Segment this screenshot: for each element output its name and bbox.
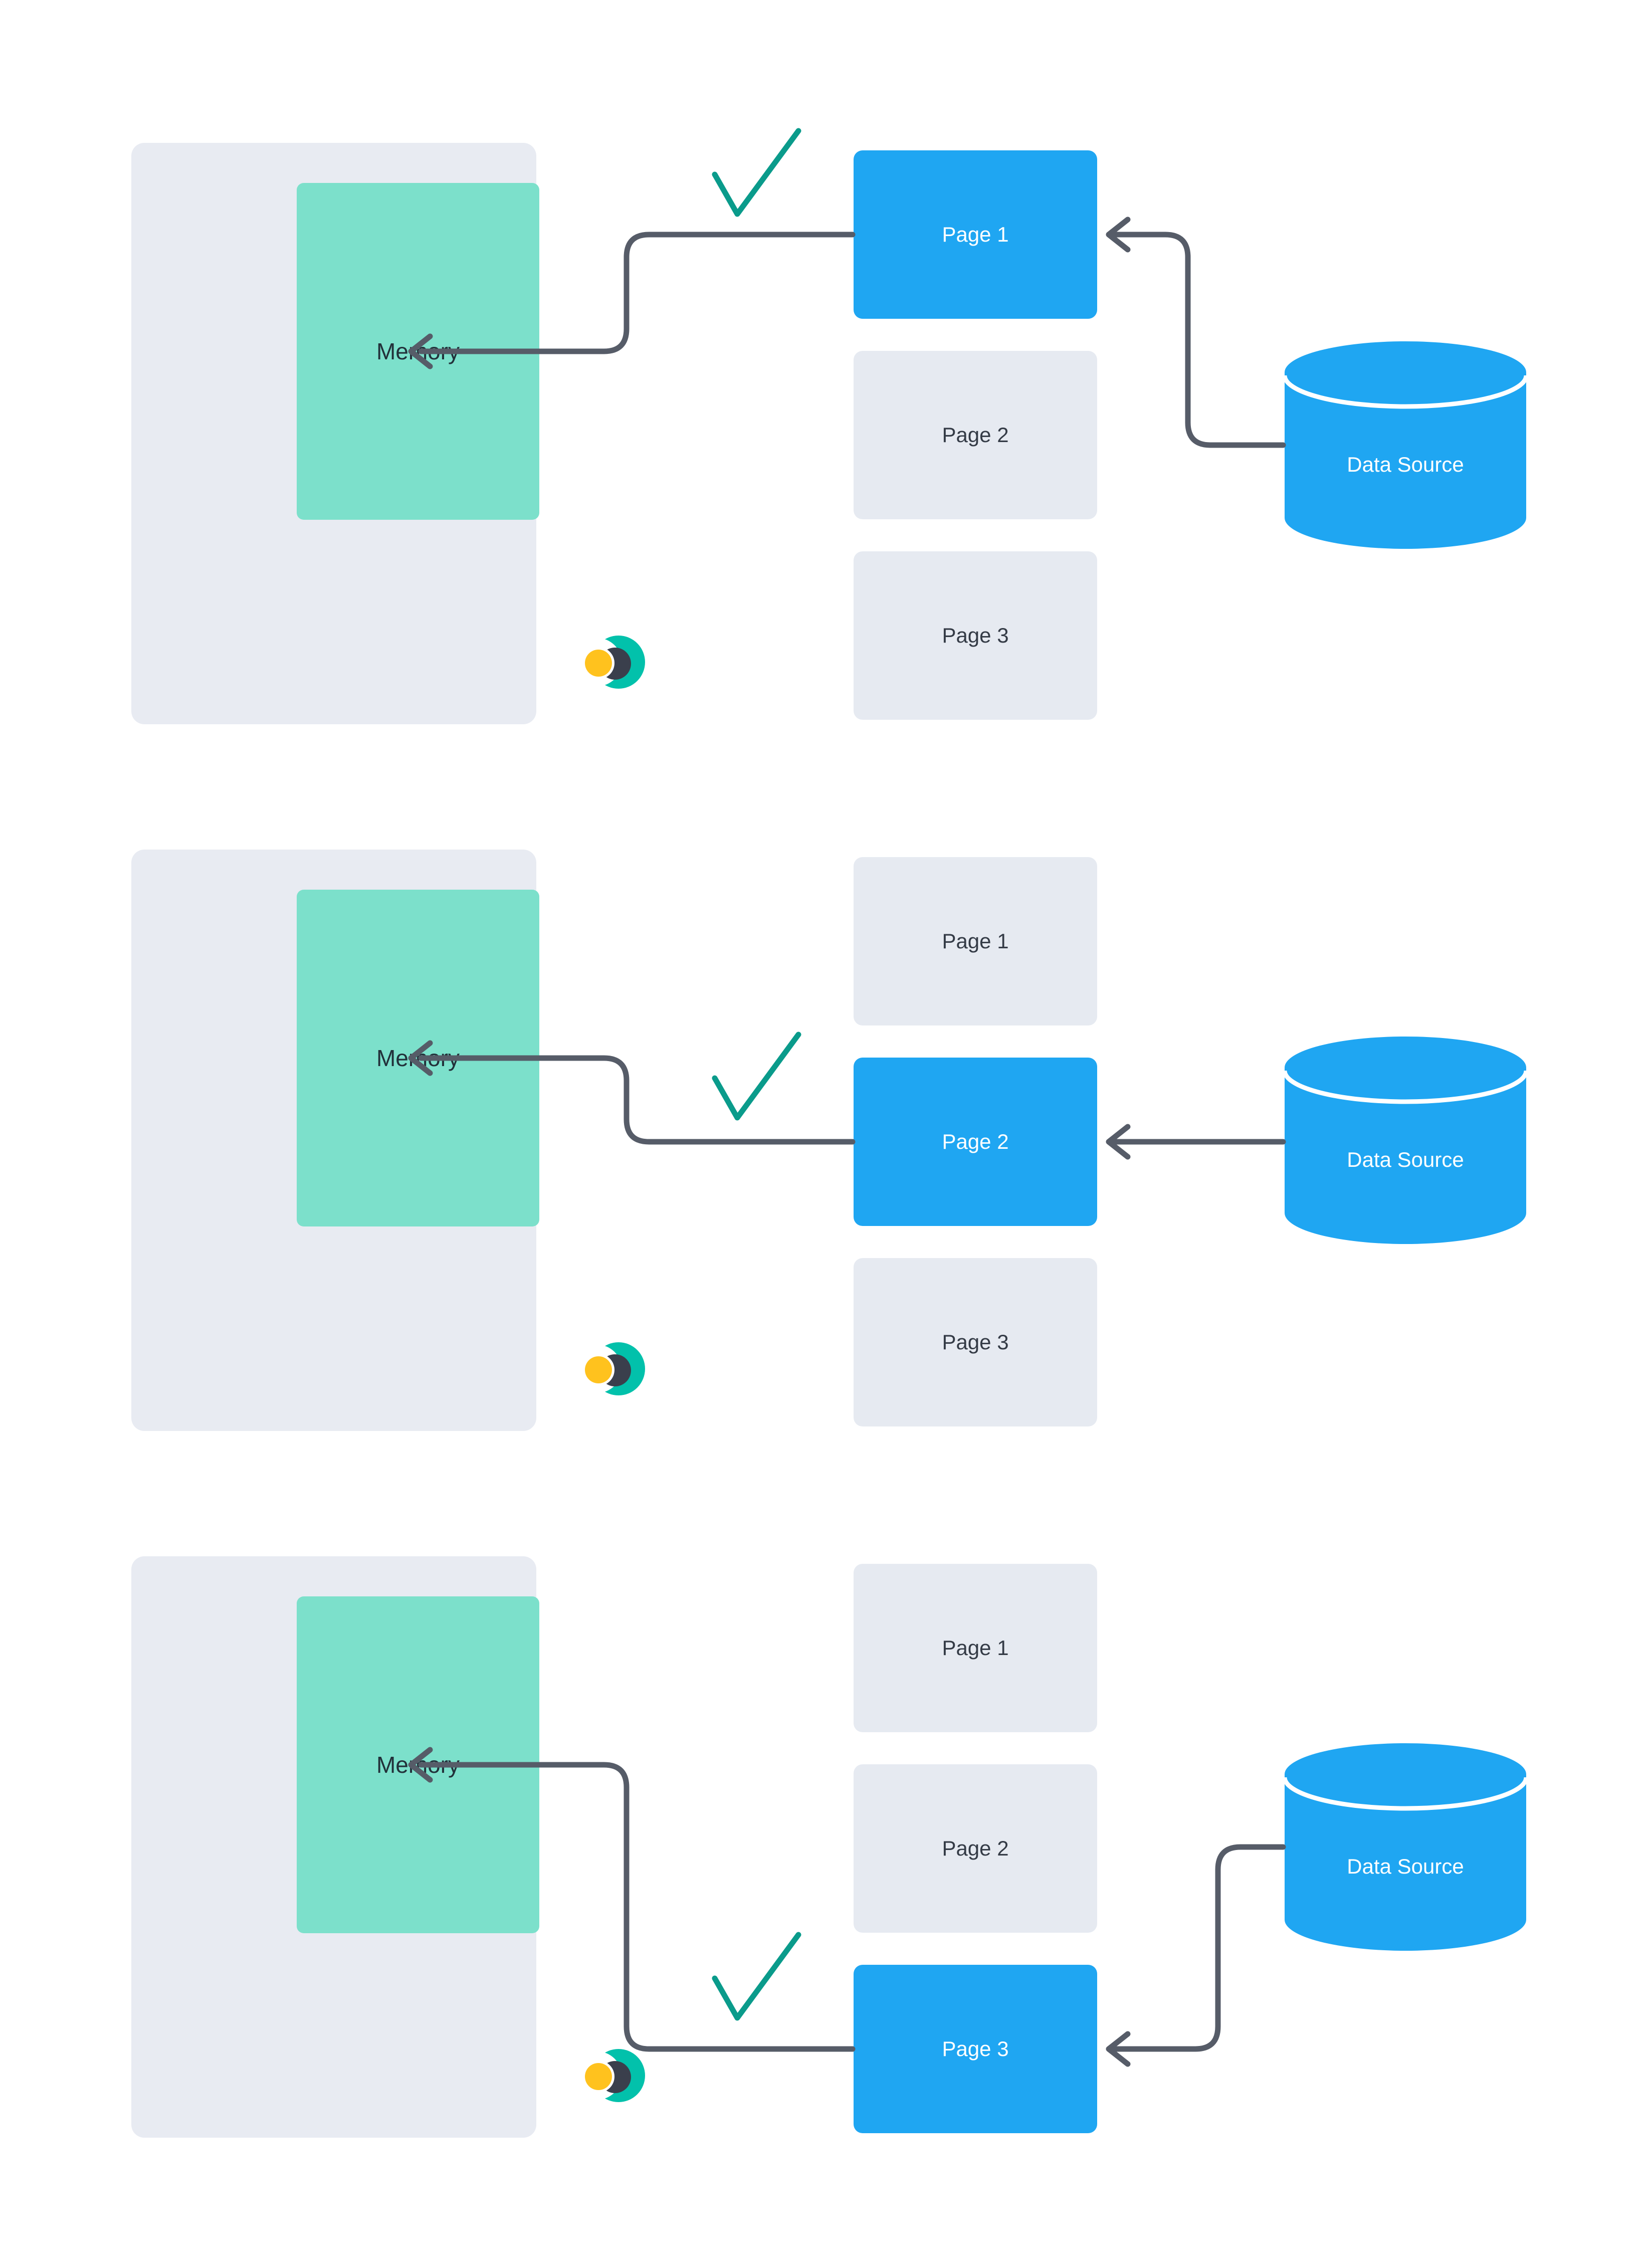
page-box: Page 3 — [854, 1965, 1097, 2133]
page-label: Page 2 — [942, 1836, 1009, 1860]
datasource-label: Data Source — [1347, 1148, 1464, 1171]
database-icon — [1285, 341, 1526, 549]
memory-box: Memory — [297, 1596, 539, 1933]
diagram-row-2: Memory Page 1 Page 2 Page 3 Data Sou — [0, 850, 1652, 1556]
memory-label: Memory — [376, 1752, 460, 1778]
datasource-cylinder: Data Source — [1285, 1037, 1526, 1247]
datasource-label: Data Source — [1347, 453, 1464, 476]
eclipse-logo-icon — [573, 636, 645, 689]
eclipse-logo-icon — [573, 2049, 645, 2102]
page-box: Page 2 — [854, 1764, 1097, 1933]
diagram-row-3: Memory Page 1 Page 2 Page 3 Data Sou — [0, 1556, 1652, 2261]
page-label: Page 1 — [942, 929, 1009, 953]
page-label: Page 3 — [942, 624, 1009, 647]
page-label: Page 1 — [942, 223, 1009, 246]
memory-panel: Memory — [131, 143, 645, 724]
eclipse-logo-icon — [573, 1342, 645, 1395]
page-label: Page 2 — [942, 423, 1009, 447]
memory-box: Memory — [297, 183, 539, 520]
page-box: Page 2 — [854, 1058, 1097, 1226]
page-box: Page 1 — [854, 857, 1097, 1025]
page-box: Page 2 — [854, 351, 1097, 519]
page-box: Page 3 — [854, 551, 1097, 720]
memory-panel: Memory — [131, 1556, 645, 2138]
page-label: Page 2 — [942, 1130, 1009, 1153]
page-label: Page 3 — [942, 1330, 1009, 1354]
datasource-cylinder: Data Source — [1285, 341, 1526, 552]
diagram-row-1: Memory Page 1 Page 2 Page 3 Data Sou — [0, 143, 1652, 850]
memory-label: Memory — [376, 1045, 460, 1071]
database-icon — [1285, 1743, 1526, 1951]
memory-panel: Memory — [131, 850, 645, 1431]
memory-label: Memory — [376, 338, 460, 364]
database-icon — [1285, 1037, 1526, 1244]
datasource-cylinder: Data Source — [1285, 1743, 1526, 1954]
page-box: Page 1 — [854, 150, 1097, 319]
page-box: Page 3 — [854, 1258, 1097, 1426]
page-label: Page 3 — [942, 2037, 1009, 2061]
datasource-label: Data Source — [1347, 1855, 1464, 1878]
memory-box: Memory — [297, 890, 539, 1226]
page-label: Page 1 — [942, 1636, 1009, 1660]
page-box: Page 1 — [854, 1564, 1097, 1732]
